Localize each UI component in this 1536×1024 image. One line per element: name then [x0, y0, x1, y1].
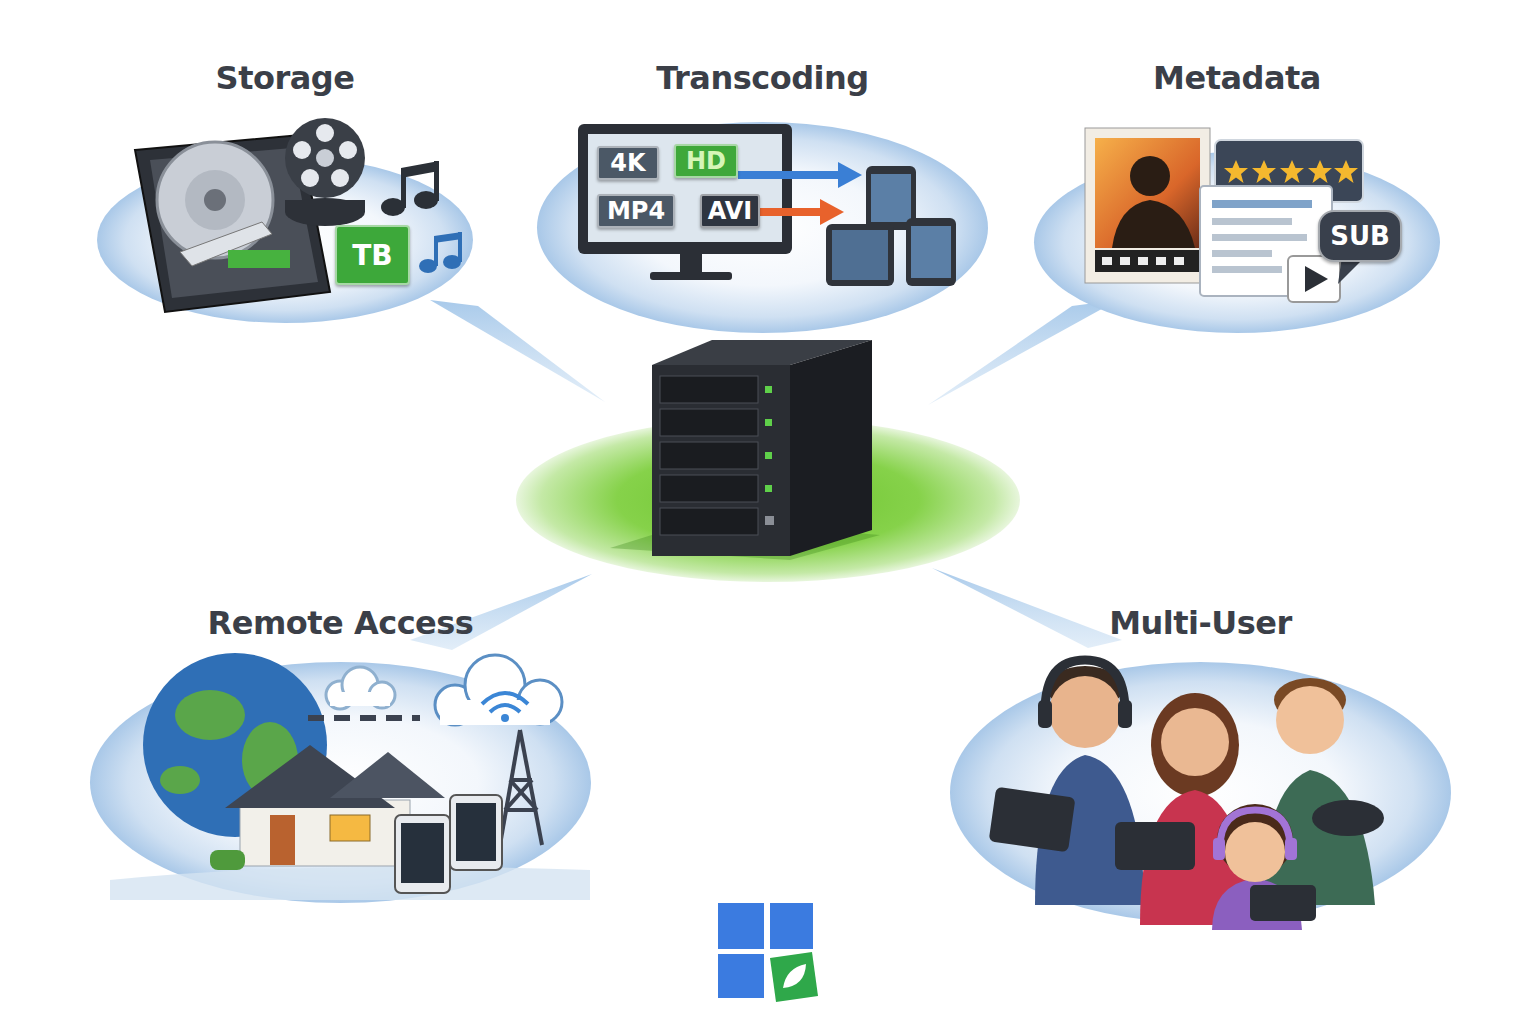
- feature-heading: Metadata: [1032, 55, 1442, 101]
- feature-bubble: StorageTB: [95, 55, 475, 325]
- feature-bubble: Transcoding 4K HD MP4 AVI: [535, 55, 990, 335]
- chip-text: SUB: [1330, 221, 1390, 251]
- chip-text: AVI: [708, 197, 752, 225]
- chip-text: TB: [352, 239, 392, 272]
- connector-wedges: [410, 300, 1122, 650]
- label-chip: AVI: [700, 194, 760, 228]
- bubble-ellipse: [90, 662, 591, 903]
- wedge: [928, 300, 1118, 405]
- storage-illustration: [135, 118, 462, 312]
- label-chip: 4K: [597, 146, 659, 180]
- bubble-ellipse: [950, 662, 1451, 923]
- chip-text: MP4: [607, 197, 665, 225]
- label-chip: MP4: [597, 194, 675, 228]
- feature-bubble: Remote Access: [88, 600, 593, 905]
- metadata-illustration: [1085, 128, 1364, 302]
- wedge: [932, 568, 1122, 648]
- chip-text: 4K: [610, 149, 645, 177]
- bubble-outline: [948, 660, 1453, 925]
- multi-user-illustration: [989, 660, 1384, 930]
- wedge: [430, 300, 605, 402]
- feature-heading: Storage: [95, 55, 475, 101]
- brand-logo: [718, 903, 818, 1002]
- transcoding-illustration: [578, 124, 956, 286]
- label-chip: HD: [674, 144, 738, 178]
- feature-heading: Multi-User: [948, 600, 1453, 646]
- bubble-ellipse: [97, 157, 473, 323]
- feature-heading: Transcoding: [535, 55, 990, 101]
- chip-text: HD: [686, 147, 726, 175]
- feature-bubble: MetadataSUB: [1032, 55, 1442, 335]
- feature-heading: Remote Access: [88, 600, 593, 646]
- bubble-outline: [88, 660, 593, 905]
- label-chip: SUB: [1318, 210, 1402, 262]
- bubble-ellipse: [537, 122, 988, 333]
- bubble-outline: [95, 155, 475, 325]
- label-chip: TB: [335, 225, 410, 285]
- remote-access-illustration: [110, 653, 590, 900]
- bubble-ellipse: [1034, 152, 1440, 333]
- nas-server: [652, 340, 872, 556]
- feature-bubble: Multi-User: [948, 600, 1453, 925]
